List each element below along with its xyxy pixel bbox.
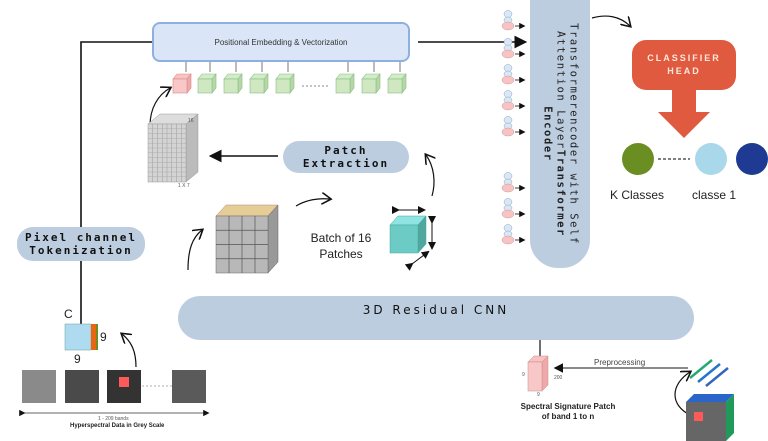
arrow-curve-batch-to-cube [295, 199, 330, 207]
classifier-head-box: CLASSIFIER HEAD [632, 40, 736, 90]
token-cube-patch [335, 62, 355, 94]
token-cube-patch [223, 62, 243, 94]
token-cube-patch [249, 62, 269, 94]
spectral-dim-d: 200 [554, 375, 563, 381]
patch-cube-icon [389, 206, 436, 271]
spectral-caption: Spectral Signature Patch of band 1 to n [520, 402, 616, 421]
encoder-input-token [501, 90, 526, 111]
arrow-curve-cube-to-spectra [674, 372, 690, 416]
encoder-input-token [501, 116, 526, 137]
class-circle-2 [736, 143, 768, 175]
encoder-input-tokens [501, 10, 526, 245]
batch-cube-icon [215, 204, 279, 274]
spectral-curves-icon [689, 359, 729, 387]
token-cube-patch [387, 62, 407, 94]
band-images [19, 370, 210, 417]
arrow-curve-to-batch [187, 230, 202, 271]
band-image-n [172, 370, 206, 403]
token-cube-class [172, 62, 192, 94]
pixel-token-block [64, 323, 98, 351]
feature-cube-depth: 16 [188, 118, 194, 124]
transformer-encoder-label: Transformerencoder with Self Attention L… [541, 23, 580, 245]
bands-range-label: 1 - 209 bands [98, 416, 129, 422]
token-dim-h: 9 [100, 330, 107, 344]
preprocessing-label: Preprocessing [594, 358, 646, 367]
residual-cnn-box: 3D Residual CNN [178, 296, 694, 340]
encoder-input-token [501, 198, 526, 219]
feature-cube-icon [147, 113, 199, 183]
band-image-1 [22, 370, 56, 403]
encoder-input-token [501, 10, 526, 31]
token-cubes [172, 62, 192, 94]
selected-pixel-marker [119, 377, 129, 387]
encoder-input-token [501, 224, 526, 245]
class-circle-1 [695, 143, 727, 175]
spectral-dim-w: 9 [537, 392, 540, 398]
positional-embedding-label: Positional Embedding & Vectorization [214, 37, 348, 47]
connector-token-to-embedding [80, 41, 152, 334]
token-dim-w: 9 [74, 352, 81, 366]
arrow-curve-to-token-block [122, 334, 137, 368]
hyperspectral-cube-icon [686, 394, 734, 441]
arrow-curve-encoder-to-classifier [591, 15, 630, 26]
feature-cube-bottom: 1 X 7 [178, 183, 190, 189]
k-classes-label: K Classes [610, 188, 665, 202]
token-cube-patch [361, 62, 381, 94]
band-image-2 [65, 370, 99, 403]
encoder-input-token [501, 38, 526, 59]
token-cube-patch [197, 62, 217, 94]
hyperspectral-caption: Hyperspectral Data in Grey Scale [70, 423, 165, 429]
positional-embedding-box: Positional Embedding & Vectorization [152, 22, 410, 62]
transformer-encoder-block: Transformerencoder with Self Attention L… [530, 0, 590, 268]
spectral-patch-icon [527, 355, 549, 392]
arrow-curve-cube-to-tokens [149, 88, 170, 127]
encoder-input-token [501, 172, 526, 193]
token-cube-patch [275, 62, 295, 94]
class-circle-k [622, 143, 654, 175]
residual-cnn-label: 3D Residual CNN [362, 303, 510, 317]
classifier-down-arrow [658, 90, 710, 138]
token-dim-c: C [64, 307, 73, 321]
encoder-input-token [501, 64, 526, 85]
spectral-dim-h: 9 [522, 372, 525, 378]
batch-label: Batch of 16 Patches [310, 231, 372, 261]
token-cubes-patches [197, 62, 407, 94]
classe-1-label: classe 1 [692, 188, 737, 202]
arrow-curve-cube-to-patch [426, 155, 434, 197]
